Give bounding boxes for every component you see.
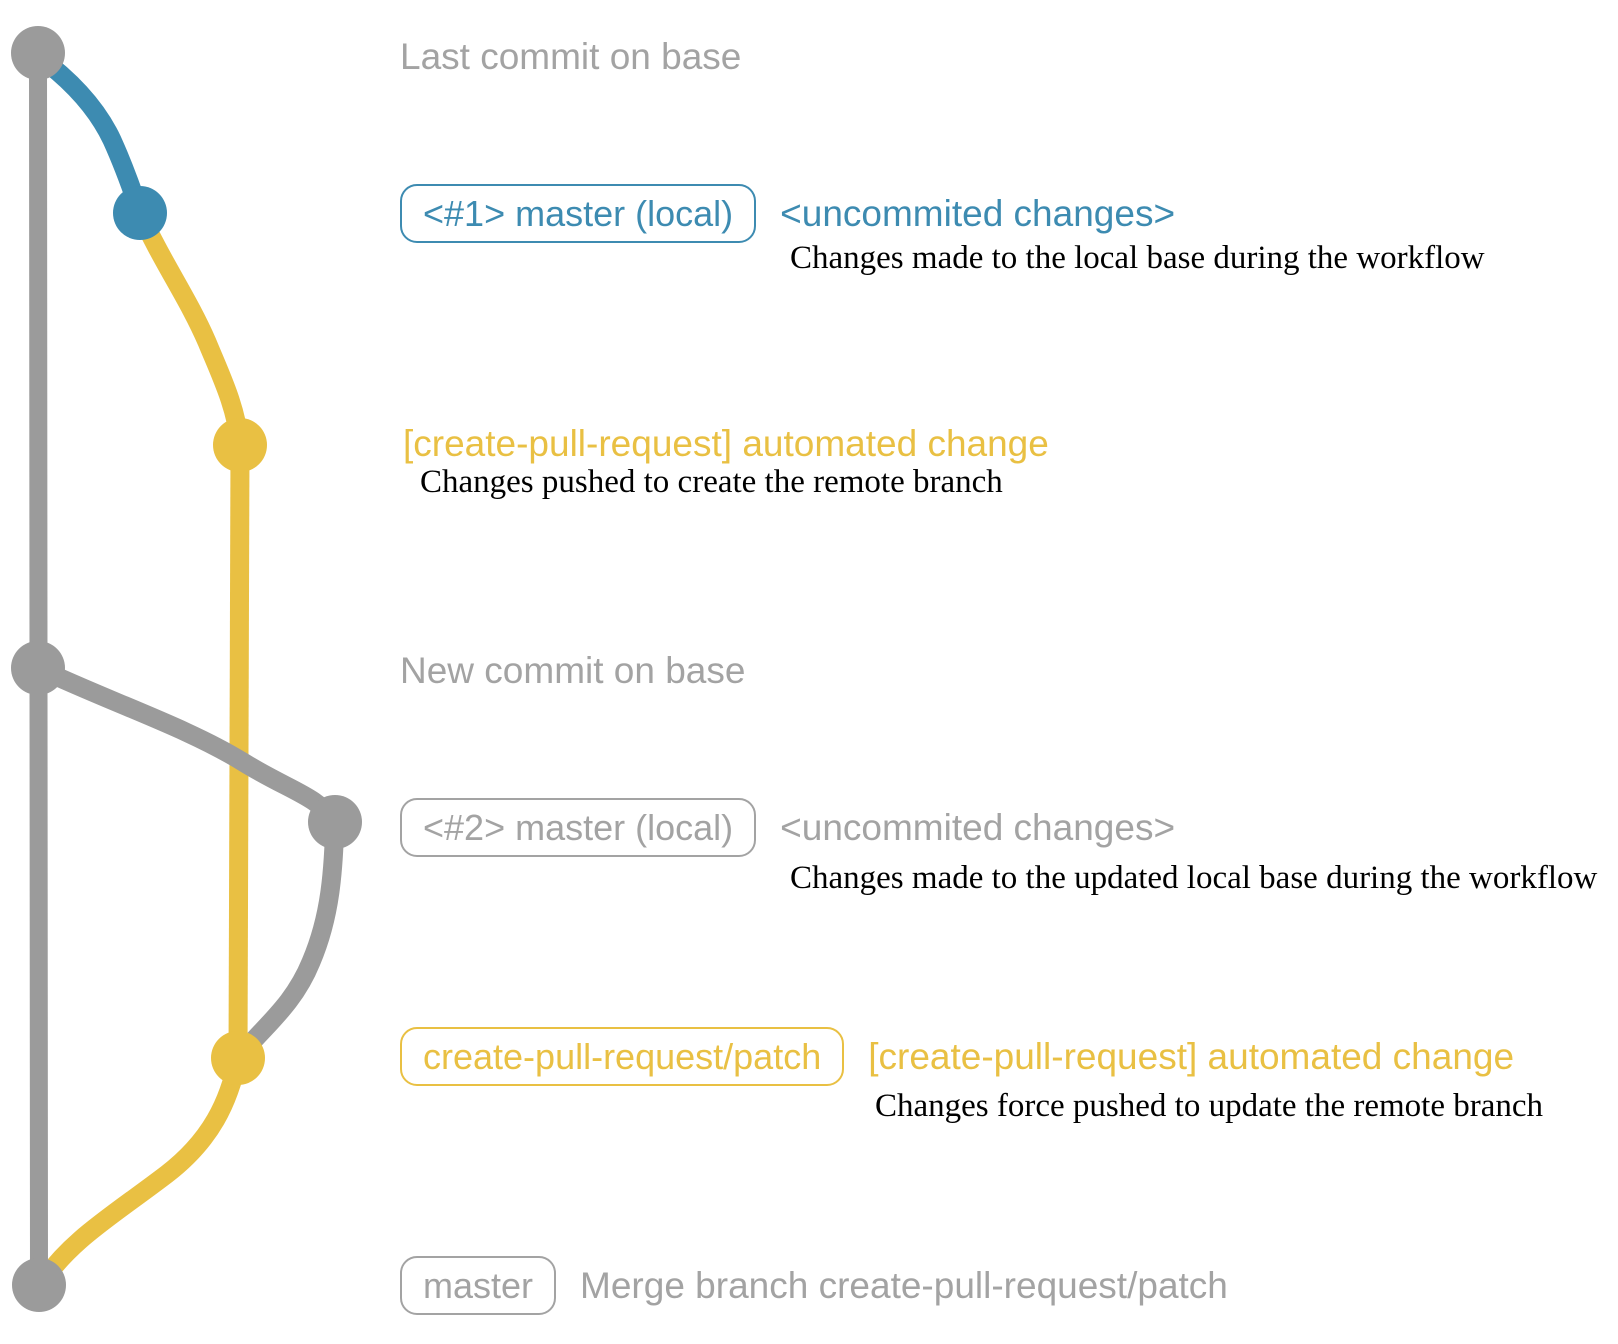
badge-master-local-2: <#2> master (local) (400, 798, 757, 858)
commit-dot-last-base (11, 26, 65, 80)
commit1-row: <#1> master (local) <uncommited changes> (400, 184, 1176, 244)
commit1-caption: Changes made to the local base during th… (790, 240, 1485, 276)
rebase-curve (230, 812, 345, 1066)
commit-dot-merge (12, 1258, 66, 1312)
push2-row: create-pull-request/patch [create-pull-r… (400, 1027, 1515, 1087)
local-changes-2-curve (28, 658, 345, 832)
merge-row: master Merge branch create-pull-request/… (400, 1256, 1228, 1316)
commit-dot-uncommitted-2 (308, 795, 362, 849)
commit-dot-uncommitted-1 (113, 186, 167, 240)
local-changes-1-curve (28, 46, 150, 223)
badge-master-local-1: <#1> master (local) (400, 184, 757, 244)
commit-graph (11, 26, 362, 1312)
commit1-message: <uncommited changes> (780, 192, 1176, 234)
commit2-message: <uncommited changes> (780, 806, 1176, 848)
commit-dot-new-base (11, 641, 65, 695)
push1-caption: Changes pushed to create the remote bran… (420, 464, 1003, 500)
commit-dot-automated-change-2 (211, 1031, 265, 1085)
patch-branch-curve-top (130, 203, 250, 455)
merge-message: Merge branch create-pull-request/patch (580, 1264, 1228, 1306)
badge-create-pull-request-patch: create-pull-request/patch (400, 1027, 845, 1087)
commit-dot-automated-change-1 (213, 418, 267, 472)
merge-curve (31, 1048, 248, 1294)
commit2-caption: Changes made to the updated local base d… (790, 860, 1598, 896)
badge-master: master (400, 1256, 557, 1316)
commit2-row: <#2> master (local) <uncommited changes> (400, 798, 1176, 858)
push1-message: [create-pull-request] automated change (403, 423, 1049, 464)
label-last-commit-on-base: Last commit on base (400, 36, 742, 77)
push2-message: [create-pull-request] automated change (868, 1035, 1515, 1077)
push2-caption: Changes force pushed to update the remot… (875, 1088, 1544, 1124)
push1-row: [create-pull-request] automated change (403, 423, 1049, 465)
label-new-commit-on-base: New commit on base (400, 650, 746, 691)
